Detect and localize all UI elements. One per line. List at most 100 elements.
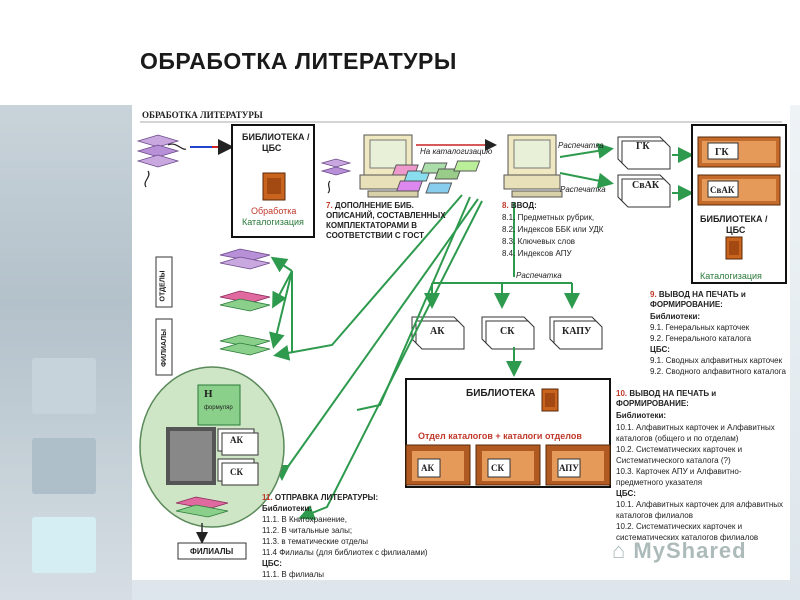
- step8-item: 8.2. Индексов ББК или УДК: [502, 225, 604, 234]
- step11-title: 11. ОТПРАВКА ЛИТЕРАТУРЫ:: [262, 493, 379, 502]
- step10-item: 10.2. Систематических карточек и: [616, 445, 743, 454]
- watermark: ⌂ MyShared: [612, 538, 747, 563]
- step9-title2: ФОРМИРОВАНИЕ:: [650, 300, 723, 309]
- sk-cards: [481, 316, 535, 350]
- step10-item: 10.3. Карточек АПУ и Алфавитно-: [616, 467, 742, 476]
- right-gk-label: ГК: [715, 147, 729, 158]
- step11-item: 11.2. В читальные залы;: [262, 526, 353, 535]
- library-cbs-processing: Обработка: [251, 206, 297, 216]
- incoming-books-stack: [136, 134, 187, 188]
- step10-title1: 10. ВЫВОД НА ПЕЧАТЬ и: [616, 389, 717, 398]
- step9-item: 9.2. Сводного алфавитного каталога: [650, 367, 786, 376]
- right-library-title: БИБЛИОТЕКА /: [700, 214, 768, 224]
- step10-item: 10.1. Алфавитных карточек и Алфавитных: [616, 423, 775, 432]
- step9-item: 9.1. Сводных алфавитных карточек: [650, 356, 783, 365]
- ak-cards: [411, 316, 465, 350]
- drawer-apu-label: АПУ: [559, 463, 579, 473]
- oval-sk-cards: [217, 458, 259, 486]
- step10-item: каталогов (общего и по отделам): [616, 434, 739, 443]
- formular-card: [197, 384, 241, 426]
- print-label-1: Распечатка: [558, 141, 604, 150]
- cards-stack: [391, 160, 481, 194]
- step7-line4: СООТВЕТСТВИИ С ГОСТ: [326, 231, 424, 240]
- right-svak-label: СвАК: [710, 185, 735, 195]
- step9-libs: Библиотеки:: [650, 312, 701, 321]
- library-cbs-title2: ЦБС: [262, 143, 282, 153]
- step11-item: 11.1. В филиалы: [262, 570, 325, 579]
- right-library-title2: ЦБС: [726, 225, 746, 235]
- step9-title1: 9. ВЫВОД НА ПЕЧАТЬ и: [650, 290, 746, 299]
- oval-filialy-label: ФИЛИАЛЫ: [190, 547, 234, 556]
- print-label-3: Распечатка: [516, 271, 562, 280]
- step11-item: 11.1. В Книгохранение,: [262, 515, 347, 524]
- oval-ak-cards: [217, 428, 259, 456]
- to-cataloging-label: На каталогизацию: [420, 147, 493, 156]
- step9-item: 9.1. Генеральных карточек: [650, 323, 750, 332]
- print-label-2: Распечатка: [560, 185, 606, 194]
- drawer-sk-label: СК: [491, 463, 505, 473]
- library-cbs-cataloging: Каталогизация: [242, 217, 304, 227]
- otdely-label: ОТДЕЛЫ: [159, 270, 167, 302]
- step9-cbs: ЦБС:: [650, 345, 670, 354]
- diagram-graphics: [136, 121, 787, 560]
- library-sub: Отдел каталогов + каталоги отделов: [418, 431, 582, 441]
- decorative-square: [32, 358, 96, 414]
- step10-title2: ФОРМИРОВАНИЕ:: [616, 399, 689, 408]
- filialy-label-box: [155, 318, 173, 376]
- slide-header: ОБРАБОТКА ЛИТЕРАТУРЫ: [0, 0, 800, 105]
- kapu-label: КАПУ: [562, 326, 592, 337]
- branch-books-1: [219, 334, 271, 356]
- step10-item: 10.1. Алфавитных карточек для алфавитных: [616, 500, 783, 509]
- ak-label: АК: [430, 326, 445, 337]
- slide-title: ОБРАБОТКА ЛИТЕРАТУРЫ: [140, 48, 457, 74]
- right-library-sub: Каталогизация: [700, 271, 762, 281]
- step10-item: Систематического каталога (?): [616, 456, 731, 465]
- step10-item: каталогов филиалов: [616, 511, 693, 520]
- otdely-label-box: [155, 256, 173, 308]
- library-title: БИБЛИОТЕКА: [466, 388, 536, 399]
- oval-ak-label: АК: [230, 435, 244, 445]
- library-drawers: [405, 444, 611, 486]
- filialy-label: ФИЛИАЛЫ: [160, 329, 168, 367]
- department-books-1: [219, 248, 271, 270]
- library-cbs-title: БИБЛИОТЕКА /: [242, 132, 310, 142]
- books-to-computer: [320, 158, 352, 194]
- right-svak-drawer: [697, 174, 781, 206]
- decorative-square: [32, 517, 96, 573]
- oval-formular: формуляр: [204, 405, 233, 411]
- step11-item: 11.4 Филиалы (для библиотек с филиалами): [262, 548, 428, 557]
- step10-item: систематических каталогов филиалов: [616, 533, 759, 542]
- step7-line1: 7. ДОПОЛНЕНИЕ БИБ.: [326, 201, 414, 210]
- step11-libs: Библиотеки:: [262, 504, 313, 513]
- step8-item: 8.3. Ключевых слов: [502, 237, 576, 246]
- step10-cbs: ЦБС:: [616, 489, 636, 498]
- step10-item: предметного указателя: [616, 478, 703, 487]
- diagram-panel: ОБРАБОТКА ЛИТЕРАТУРЫ БИБЛИОТЕКА / ЦБС Об…: [132, 105, 790, 580]
- drawer-ak-label: АК: [421, 463, 435, 473]
- svak-cards: [617, 174, 671, 208]
- step10-item: 10.2. Систематических карточек и: [616, 522, 743, 531]
- svak-label: СвАК: [632, 180, 660, 191]
- step7-line3: КОМПЛЕКТАТОРАМИ В: [326, 221, 418, 230]
- step11-cbs: ЦБС:: [262, 559, 282, 568]
- step11-item: 11.3. в тематические отделы: [262, 537, 369, 546]
- computer-icon: [503, 134, 563, 198]
- filialy-bottom-box: [177, 542, 247, 560]
- decorative-square: [32, 438, 96, 494]
- sk-label: СК: [500, 326, 515, 337]
- computer-icon: [359, 134, 419, 198]
- kapu-cards: [549, 316, 603, 350]
- department-books-2: [219, 290, 271, 312]
- oval-books: [175, 496, 229, 518]
- oval-sk-label: СК: [230, 467, 244, 477]
- step7-line2: ОПИСАНИЙ, СОСТАВЛЕННЫХ: [326, 211, 446, 220]
- diagram-title: ОБРАБОТКА ЛИТЕРАТУРЫ: [142, 110, 263, 120]
- gk-cards: [617, 136, 671, 170]
- step10-libs: Библиотеки:: [616, 411, 667, 420]
- step8-item: 8.1. Предметных рубрик,: [502, 213, 595, 222]
- step8-item: 8.4. Индексов АПУ: [502, 249, 572, 258]
- oval-n: Н: [204, 388, 213, 400]
- step8-title: 8. ВВОД:: [502, 201, 537, 210]
- gk-label: ГК: [636, 141, 650, 152]
- step9-item: 9.2. Генерального каталога: [650, 334, 752, 343]
